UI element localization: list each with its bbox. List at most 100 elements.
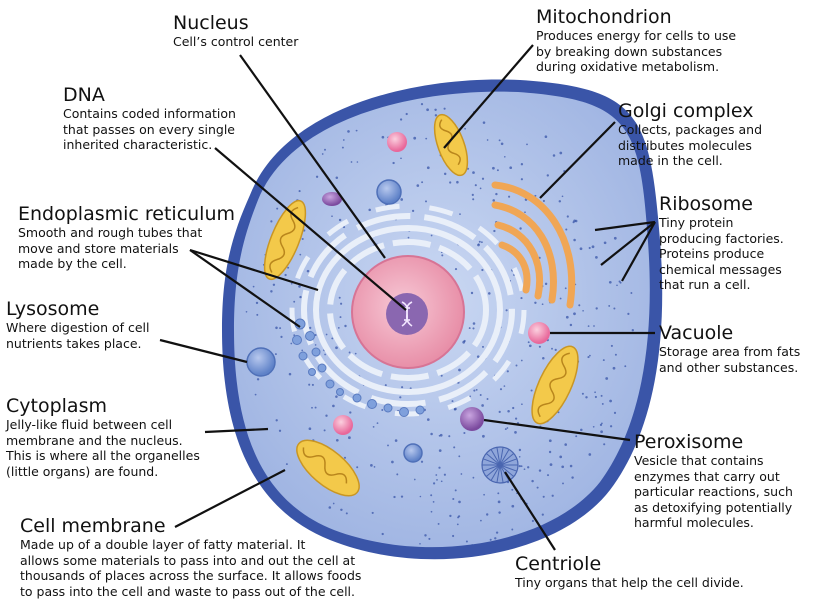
ribosome-dot — [567, 215, 569, 217]
ribosome-dot — [573, 239, 576, 242]
ribosome-dot — [471, 292, 473, 294]
vesicle-bottom — [404, 444, 422, 462]
ribosome-dot — [339, 297, 341, 299]
ribosome-dot — [342, 147, 344, 149]
ribosome-dot — [356, 466, 358, 468]
ribosome-dot — [564, 443, 567, 446]
ribosome-dot — [566, 316, 569, 319]
ribosome-dot — [543, 496, 545, 498]
ribosome-dot — [482, 346, 484, 348]
ribosome-dot — [515, 418, 517, 420]
ribosome-dot — [545, 283, 547, 285]
ribosome-dot — [452, 498, 454, 500]
ribosome-dot — [436, 479, 438, 481]
ribosome-dot — [347, 130, 350, 133]
label-cytoplasm-desc: Jelly-like fluid between cell membrane a… — [6, 417, 200, 479]
ribosome-dot — [329, 506, 332, 509]
label-centriole-desc: Tiny organs that help the cell divide. — [515, 575, 744, 591]
ribosome-dot — [521, 163, 523, 165]
ribosome-dot — [507, 427, 509, 429]
ribosome-dot — [385, 384, 387, 386]
ribosome-dot — [435, 474, 437, 476]
ribosome-dot — [582, 393, 584, 395]
ribosome-dot — [479, 241, 481, 243]
ribosome-dot — [528, 341, 530, 343]
ribosome-dot — [309, 327, 311, 329]
ribosome-dot — [601, 395, 603, 397]
ribosome-dot — [340, 303, 342, 305]
ribosome-dot — [483, 121, 486, 124]
ribosome-dot — [588, 453, 591, 456]
label-ribosome-title: Ribosome — [659, 193, 784, 215]
label-nucleus: Nucleus Cell’s control center — [173, 12, 298, 50]
ribosome-dot — [256, 302, 258, 304]
ribosome-dot — [433, 482, 435, 484]
ribosome-dot — [578, 304, 580, 306]
ribosome-dot — [374, 466, 376, 468]
ribosome-dot — [339, 219, 341, 221]
ribosome-dot — [324, 354, 326, 356]
ribosome-dot — [613, 307, 615, 309]
ribosome-dot — [481, 404, 484, 407]
ribosome-dot — [573, 312, 576, 315]
ribosome-dot — [632, 329, 634, 331]
ribosome-dot — [477, 244, 480, 247]
ribosome-dot — [439, 449, 442, 452]
ribosome-dot — [615, 354, 617, 356]
ribosome-dot — [552, 495, 554, 497]
ribosome-dot — [480, 520, 482, 522]
ribosome-dot — [312, 384, 314, 386]
ribosome-dot — [420, 496, 422, 498]
ribosome-dot — [340, 509, 342, 511]
ribosome-dot — [279, 327, 281, 329]
label-er: Endoplasmic reticulum Smooth and rough t… — [18, 203, 235, 272]
ribosome-dot — [514, 431, 517, 434]
ribosome-dot — [526, 144, 528, 146]
ribosome-dot — [338, 327, 340, 329]
ribosome-dot — [537, 487, 539, 489]
ribosome-dot — [495, 193, 497, 195]
ribosome-dot — [524, 468, 526, 470]
ribosome-dot — [444, 173, 446, 175]
ribosome-dot — [257, 378, 259, 380]
label-vacuole: Vacuole Storage area from fats and other… — [659, 322, 800, 375]
ribosome-dot — [373, 426, 375, 428]
ribosome-dot — [565, 228, 567, 230]
ribosome-dot — [457, 524, 459, 526]
ribosome-dot — [475, 184, 477, 186]
ribosome-dot — [549, 451, 551, 453]
ribosome-dot — [291, 283, 293, 285]
ribosome-dot — [335, 346, 338, 349]
ribosome-dot — [521, 465, 523, 467]
ribosome-dot — [414, 479, 416, 481]
ribosome-dot — [543, 200, 545, 202]
ribosome-dot — [551, 348, 553, 350]
ribosome-dot — [340, 316, 342, 318]
ribosome-dot — [299, 190, 301, 192]
ribosome-dot — [624, 365, 626, 367]
label-peroxisome-title: Peroxisome — [634, 431, 793, 453]
ribosome-dot — [500, 388, 502, 390]
ribosome-dot — [276, 419, 278, 421]
ribosome-dot — [289, 373, 292, 376]
ribosome-dot — [616, 285, 618, 287]
ribosome-dot — [444, 474, 446, 476]
ribosome-dot — [280, 336, 282, 338]
label-dna-title: DNA — [63, 84, 236, 106]
ribosome-dot — [482, 435, 485, 438]
ribosome-dot — [452, 400, 454, 402]
ribosome-dot — [509, 166, 512, 169]
ribosome-dot — [302, 238, 304, 240]
ribosome-dot — [593, 325, 595, 327]
ribosome-dot — [276, 208, 278, 210]
label-membrane-title: Cell membrane — [20, 515, 361, 537]
label-peroxisome-desc: Vesicle that contains enzymes that carry… — [634, 453, 793, 531]
ribosome-dot — [401, 386, 403, 388]
ribosome-dot — [256, 314, 258, 316]
ribosome-dot — [279, 430, 281, 432]
ribosome-dot — [602, 403, 604, 405]
ribosome-dot — [482, 178, 484, 180]
ribosome-dot — [481, 269, 483, 271]
ribosome-dot — [605, 377, 608, 380]
ribosome-dot — [413, 137, 416, 140]
